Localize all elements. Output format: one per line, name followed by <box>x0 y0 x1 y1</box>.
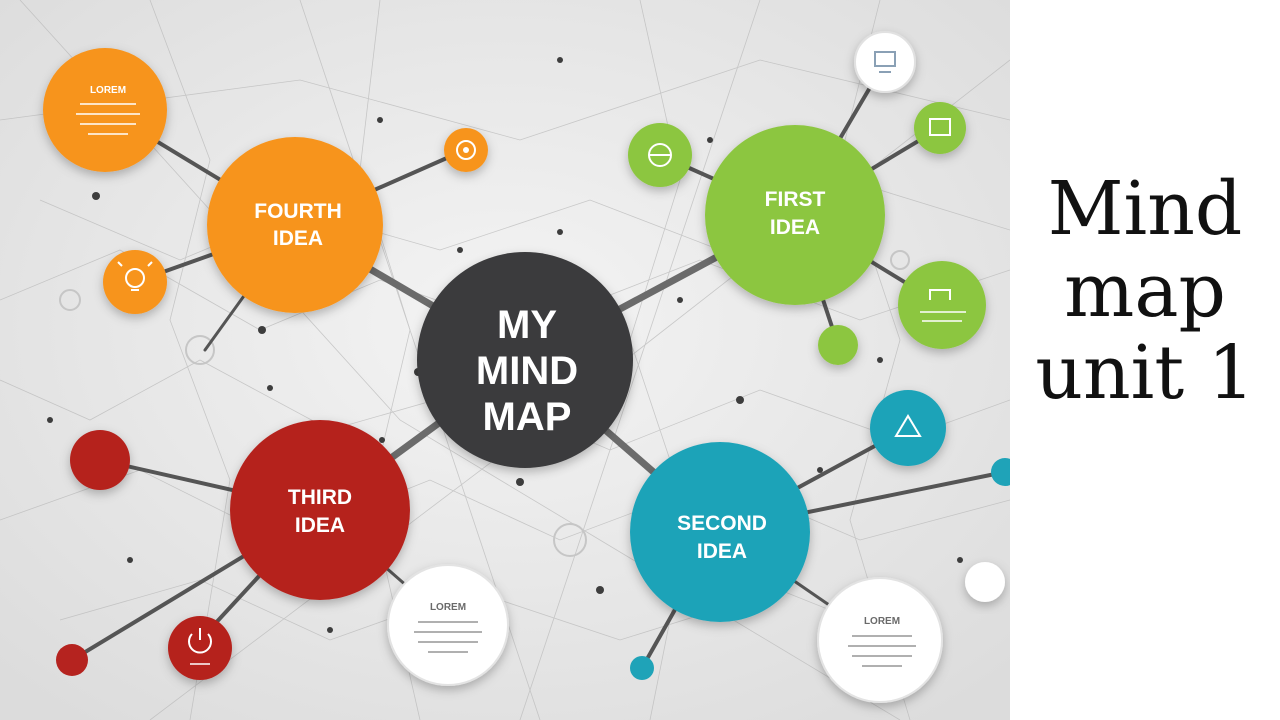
slide-title-line1: Mind <box>1047 166 1243 252</box>
red-dot-bottom <box>56 644 88 676</box>
mind-map-image: LOREM LOREM <box>0 0 1010 720</box>
third-idea-label-line2: IDEA <box>295 514 345 537</box>
fourth-idea-label-line1: FOURTH <box>254 200 342 223</box>
slide-title-line2: map <box>1064 248 1226 334</box>
third-idea-node: THIRD IDEA <box>230 420 410 600</box>
first-idea-circle <box>705 125 885 305</box>
fourth-idea-circle <box>207 137 383 313</box>
chart-icon <box>898 261 986 349</box>
orange-info-bubble-title: LOREM <box>90 85 126 96</box>
center-circle <box>417 252 633 468</box>
first-idea-label-line2: IDEA <box>770 216 820 239</box>
teal-dot-bottom <box>630 656 654 680</box>
hollow-rings <box>59 250 910 557</box>
fourth-idea-label-line2: IDEA <box>273 227 323 250</box>
white-dot <box>965 562 1005 602</box>
fourth-idea-node: FOURTH IDEA <box>207 137 383 313</box>
image-icon <box>914 102 966 154</box>
fourth-idea-satellites: LOREM <box>43 48 488 314</box>
second-idea-satellites: LOREM <box>630 390 1010 703</box>
white-right-info-bubble <box>817 577 943 703</box>
orange-info-bubble <box>43 48 167 172</box>
power-icon <box>168 616 232 680</box>
computer-icon <box>854 31 916 93</box>
second-idea-circle <box>630 442 810 622</box>
red-dot-left <box>70 430 130 490</box>
second-idea-label-line2: IDEA <box>697 540 747 563</box>
teal-dot-right <box>991 458 1010 486</box>
third-idea-label-line1: THIRD <box>288 486 352 509</box>
center-label-line1: MY <box>497 303 557 347</box>
slide-title-line3: unit 1 <box>1035 330 1255 416</box>
green-dot <box>818 325 858 365</box>
third-idea-satellites: LOREM <box>56 430 509 686</box>
center-node: MY MIND MAP <box>417 252 633 468</box>
lightbulb-icon <box>103 250 167 314</box>
white-right-info-bubble-title: LOREM <box>864 616 900 627</box>
second-idea-label-line1: SECOND <box>677 512 767 535</box>
slide-title: Mind map unit 1 <box>1012 168 1278 414</box>
first-idea-label-line1: FIRST <box>765 188 826 211</box>
second-idea-node: SECOND IDEA <box>630 442 810 622</box>
white-left-info-bubble <box>387 564 509 686</box>
center-label-line3: MAP <box>483 395 572 439</box>
white-left-info-bubble-title: LOREM <box>430 602 466 613</box>
first-idea-satellites <box>628 31 986 365</box>
first-idea-node: FIRST IDEA <box>705 125 885 305</box>
rocket-icon <box>870 390 946 466</box>
center-label-line2: MIND <box>476 349 578 393</box>
third-idea-circle <box>230 420 410 600</box>
